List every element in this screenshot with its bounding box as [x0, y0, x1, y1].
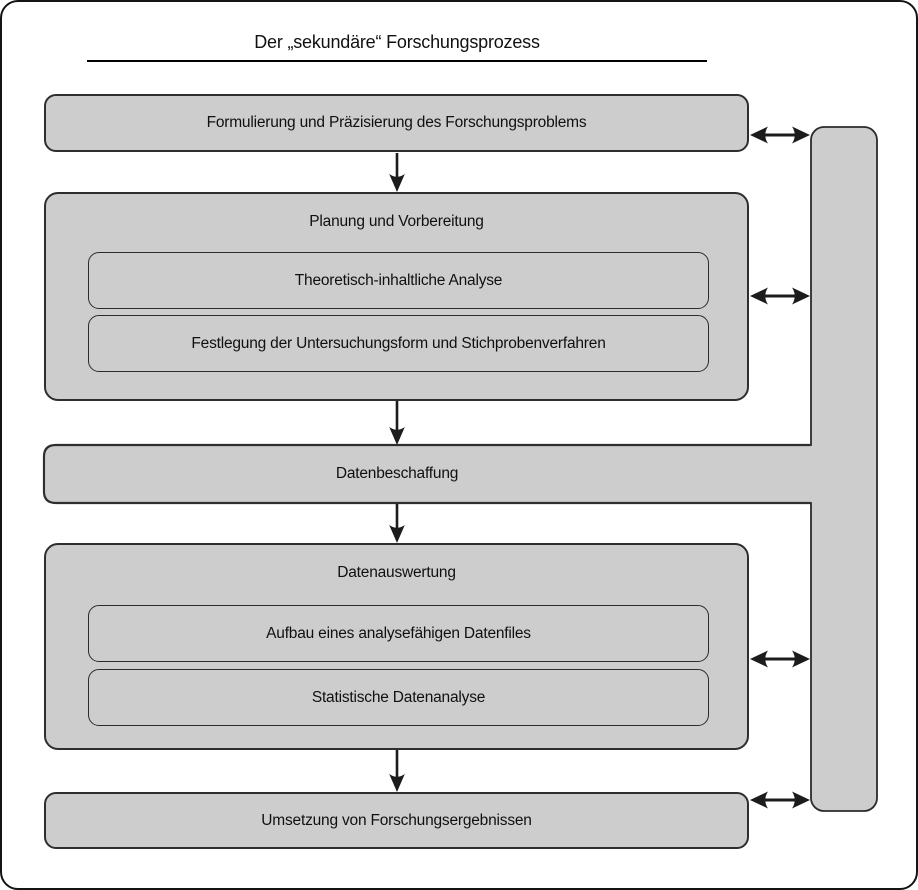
bidirectional-arrow-3	[750, 650, 810, 668]
container-datenauswertung-label: Datenauswertung	[337, 564, 456, 581]
box-formulierung: Formulierung und Präzisierung des Forsch…	[44, 94, 749, 152]
bidirectional-arrow-2	[750, 287, 810, 305]
down-arrow-4	[389, 750, 405, 792]
feedback-bar	[810, 126, 878, 812]
down-arrow-2	[389, 401, 405, 445]
container-planung-label: Planung und Vorbereitung	[309, 213, 484, 230]
box-umsetzung: Umsetzung von Forschungsergebnissen	[44, 792, 749, 849]
subbox-aufbau-datenfiles: Aufbau eines analysefähigen Datenfiles	[88, 605, 709, 662]
title-underline	[87, 60, 707, 62]
band-datenbeschaffung-label: Datenbeschaffung	[335, 465, 459, 482]
bidirectional-arrow-4	[750, 791, 810, 809]
down-arrow-3	[389, 504, 405, 543]
subbox-statistische-datenanalyse: Statistische Datenanalyse	[88, 669, 709, 726]
subbox-theoretische-analyse: Theoretisch-inhaltliche Analyse	[88, 252, 709, 309]
down-arrow-1	[389, 153, 405, 192]
subbox-festlegung: Festlegung der Untersuchungsform und Sti…	[88, 315, 709, 372]
diagram-title: Der „sekundäre“ Forschungsprozess	[254, 31, 540, 52]
bidirectional-arrow-1	[750, 126, 810, 144]
